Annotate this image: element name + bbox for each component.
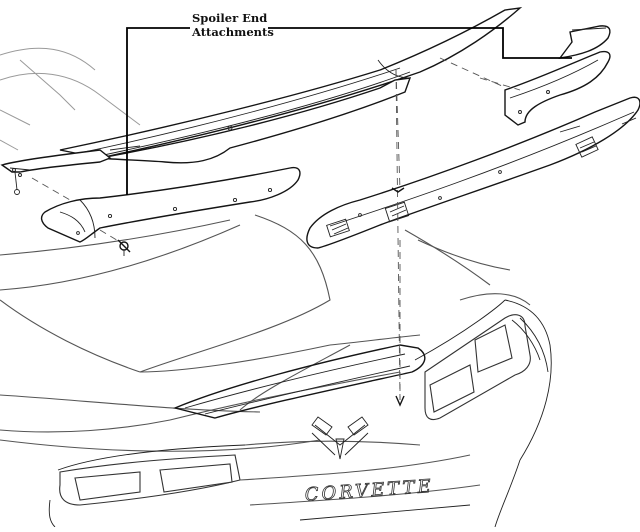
spoiler-base (306, 96, 640, 249)
car-body-outline (0, 47, 511, 452)
right-end-cap-upper (558, 25, 611, 59)
fastener-screw (99, 229, 131, 256)
main-spoiler-wing (59, 7, 523, 164)
right-taillamp (414, 293, 552, 461)
left-end-cap-upper (0, 149, 112, 195)
deck-lid-spoiler (172, 344, 426, 419)
callout-line-2: Attachments (192, 25, 274, 39)
alignment-lines (31, 57, 521, 407)
corvette-badge-text: CORVETTE (304, 476, 434, 506)
rear-fascia (239, 440, 521, 528)
crossed-flags-emblem (311, 416, 369, 460)
left-taillamp (48, 444, 246, 528)
callout-line-1: Spoiler End (192, 11, 268, 25)
callout-leaders (126, 27, 572, 195)
callout-label: Spoiler End Attachments (192, 11, 302, 39)
left-spoiler-end-attachment (40, 166, 301, 243)
right-spoiler-end-attachment (504, 50, 611, 126)
